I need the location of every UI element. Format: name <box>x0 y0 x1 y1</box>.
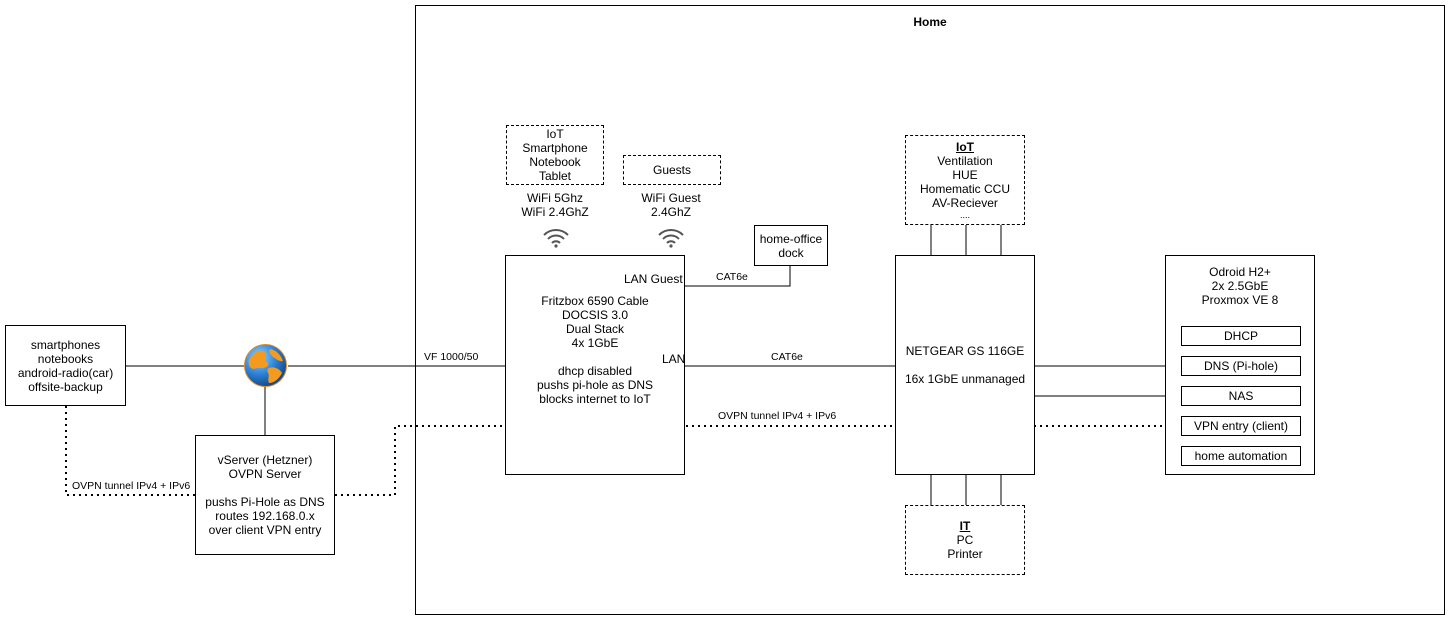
fritzbox-description: Fritzbox 6590 Cable DOCSIS 3.0 Dual Stac… <box>505 294 685 406</box>
iot-devices-box[interactable]: IoT Ventilation HUE Homematic CCU AV-Rec… <box>905 135 1025 225</box>
it-devices-box[interactable]: IT PC Printer <box>905 505 1025 575</box>
fritzbox-line: Fritzbox 6590 Cable <box>541 294 649 308</box>
vserver-line: routes 192.168.0.x <box>215 509 315 523</box>
wifi-device-line: IoT <box>546 127 564 141</box>
wifi-icon <box>541 226 571 248</box>
fritzbox-line: blocks internet to IoT <box>539 392 651 406</box>
service-home-automation[interactable]: home automation <box>1181 446 1301 466</box>
guest-device-line: Guests <box>652 163 691 177</box>
fritzbox-router-box[interactable] <box>505 255 685 475</box>
iot-title: IoT <box>956 140 974 154</box>
service-dhcp[interactable]: DHCP <box>1181 326 1301 346</box>
tunnel-label-right: OVPN tunnel IPv4 + IPv6 <box>718 410 837 422</box>
iot-line: AV-Reciever <box>932 196 998 210</box>
service-nas[interactable]: NAS <box>1181 386 1301 406</box>
wifi-device-line: Tablet <box>538 169 572 183</box>
it-title: IT <box>959 519 971 533</box>
wifi-main-label-line: WiFi 2.4GhZ <box>521 205 589 219</box>
odroid-server-box[interactable]: Odroid H2+ 2x 2.5GbE Proxmox VE 8 DHCP D… <box>1165 255 1315 475</box>
link-label-cat6e-lan: CAT6e <box>771 351 803 363</box>
odroid-header: Odroid H2+ 2x 2.5GbE Proxmox VE 8 <box>1166 265 1314 307</box>
iot-line: Ventilation <box>937 154 993 168</box>
home-zone <box>415 5 1445 615</box>
network-switch-box[interactable]: NETGEAR GS 116GE 16x 1GbE unmanaged <box>895 255 1035 475</box>
home-office-dock-box[interactable]: home-office dock <box>754 225 828 266</box>
it-line: PC <box>956 533 974 547</box>
vserver-line: OVPN Server <box>228 467 302 481</box>
switch-line: 16x 1GbE unmanaged <box>904 372 1026 386</box>
remote-clients-box[interactable]: smartphones notebooks android-radio(car)… <box>5 325 126 406</box>
vserver-line: vServer (Hetzner) <box>217 453 313 467</box>
it-line: Printer <box>947 547 983 561</box>
fritzbox-line: pushs pi-hole as DNS <box>536 378 654 392</box>
wifi-guest-label-line: 2.4GhZ <box>650 205 692 219</box>
wifi-main-devices-box[interactable]: IoT Smartphone Notebook Tablet <box>506 125 604 185</box>
vserver-line: pushs Pi-Hole as DNS <box>205 495 325 509</box>
odroid-line: Odroid H2+ <box>1209 265 1271 279</box>
wifi-main-label-line: WiFi 5Ghz <box>526 191 583 205</box>
iot-line: .... <box>959 210 970 220</box>
fritzbox-line: Dual Stack <box>565 322 625 336</box>
odroid-line: 2x 2.5GbE <box>1211 279 1269 293</box>
wifi-guest-label-line: WiFi Guest <box>641 191 701 205</box>
dock-line: dock <box>778 245 804 260</box>
clients-line: notebooks <box>37 351 94 366</box>
wifi-device-line: Smartphone <box>522 141 588 155</box>
fritzbox-line: dhcp disabled <box>557 364 633 378</box>
fritzbox-port-lan: LAN <box>662 352 686 366</box>
wifi-icon <box>656 226 686 248</box>
service-vpn-entry[interactable]: VPN entry (client) <box>1181 416 1301 436</box>
odroid-line: Proxmox VE 8 <box>1201 293 1279 307</box>
tunnel-label-left: OVPN tunnel IPv4 + IPv6 <box>72 480 191 492</box>
switch-line: NETGEAR GS 116GE <box>905 344 1025 358</box>
fritzbox-port-lan-guest: LAN Guest <box>624 272 683 286</box>
wifi-guest-label: WiFi Guest 2.4GhZ <box>611 191 731 219</box>
clients-line: smartphones <box>30 337 101 352</box>
service-dns-pihole[interactable]: DNS (Pi-hole) <box>1181 356 1301 376</box>
clients-line: android-radio(car) <box>17 365 114 380</box>
uplink-label: VF 1000/50 <box>424 351 479 363</box>
link-label-cat6e-guest: CAT6e <box>716 271 748 283</box>
wifi-device-line: Notebook <box>529 155 581 169</box>
wifi-main-label: WiFi 5Ghz WiFi 2.4GhZ <box>495 191 615 219</box>
wifi-guest-devices-box[interactable]: Guests <box>623 155 721 185</box>
home-zone-title: Home <box>913 15 947 29</box>
globe-icon[interactable] <box>243 343 288 388</box>
clients-line: offsite-backup <box>28 379 103 394</box>
fritzbox-line: 4x 1GbE <box>571 336 619 350</box>
vserver-box[interactable]: vServer (Hetzner) OVPN Server pushs Pi-H… <box>195 435 335 555</box>
vserver-line: over client VPN entry <box>208 523 322 537</box>
iot-line: Homematic CCU <box>919 182 1010 196</box>
dock-line: home-office <box>759 231 823 246</box>
fritzbox-line: DOCSIS 3.0 <box>561 308 629 322</box>
iot-line: HUE <box>952 168 978 182</box>
